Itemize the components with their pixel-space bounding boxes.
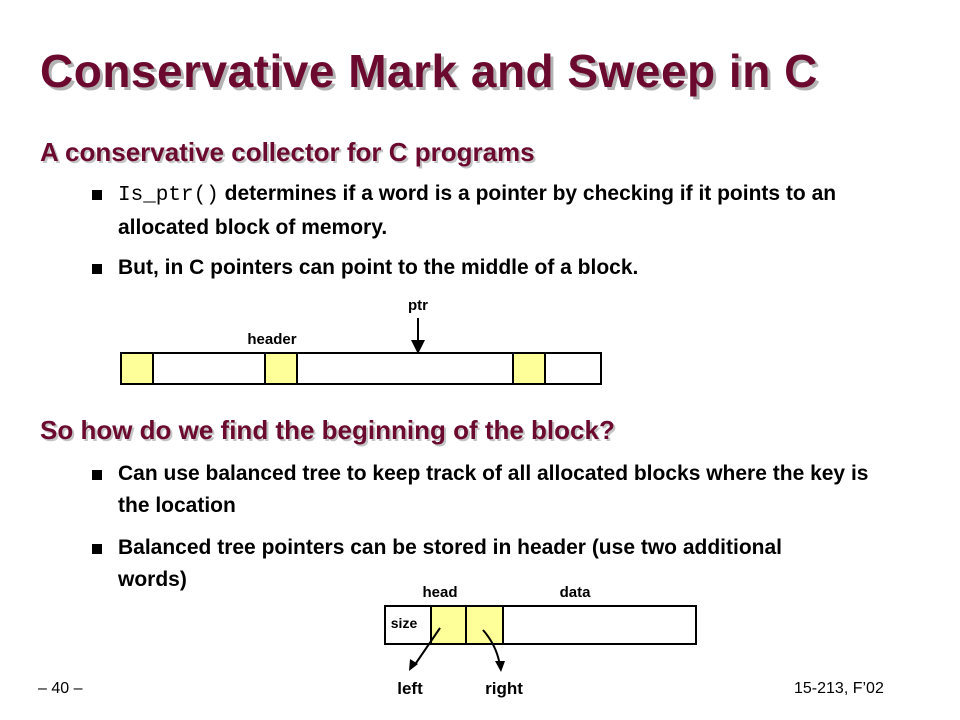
- size-label: size: [391, 615, 418, 631]
- bullet-is-ptr-text: determines if a word is a pointer by che…: [118, 182, 837, 239]
- head-label: head: [422, 584, 457, 601]
- bullet-square-icon: [92, 470, 102, 480]
- ptr-arrow-head-icon: [411, 340, 425, 354]
- bullet-balanced-tree: Can use balanced tree to keep track of a…: [92, 458, 892, 522]
- header-word-1: [121, 353, 153, 384]
- bullet-is-ptr: Is_ptr() determines if a word is a point…: [92, 178, 892, 244]
- right-arrow-head-icon: [495, 661, 505, 672]
- bullet-square-icon: [92, 264, 102, 274]
- bullet-middle-of-block-text: But, in C pointers can point to the midd…: [118, 256, 639, 279]
- section-heading-conservative-collector: A conservative collector for C programs: [40, 137, 535, 167]
- page-number: – 40 –: [38, 680, 83, 697]
- bullet-square-icon: [92, 544, 102, 554]
- right-pointer-word: [466, 606, 503, 644]
- left-arrow-head-icon: [409, 659, 418, 671]
- ptr-label: ptr: [408, 297, 428, 314]
- header-label: header: [247, 331, 296, 348]
- header-word-2: [265, 353, 297, 384]
- bullet-square-icon: [92, 190, 102, 200]
- left-pointer-word: [431, 606, 466, 644]
- data-label: data: [560, 584, 592, 601]
- memory-block-outline: [120, 352, 602, 385]
- header-word-3: [513, 353, 545, 384]
- slide-title: Conservative Mark and Sweep in C: [40, 45, 818, 97]
- is-ptr-code: Is_ptr(): [118, 184, 219, 207]
- section-heading-find-beginning: So how do we find the beginning of the b…: [40, 415, 615, 445]
- left-label: left: [397, 679, 423, 698]
- bullet-tree-pointers-header-text: Balanced tree pointers can be stored in …: [118, 536, 782, 591]
- left-pointer-arrow: [413, 627, 441, 667]
- bullet-middle-of-block: But, in C pointers can point to the midd…: [92, 252, 892, 284]
- header-block-outline: [384, 605, 697, 645]
- course-id: 15-213, F’02: [794, 680, 884, 697]
- bullet-tree-pointers-header: Balanced tree pointers can be stored in …: [92, 532, 892, 596]
- right-label: right: [485, 679, 523, 698]
- bullet-balanced-tree-text: Can use balanced tree to keep track of a…: [118, 462, 869, 517]
